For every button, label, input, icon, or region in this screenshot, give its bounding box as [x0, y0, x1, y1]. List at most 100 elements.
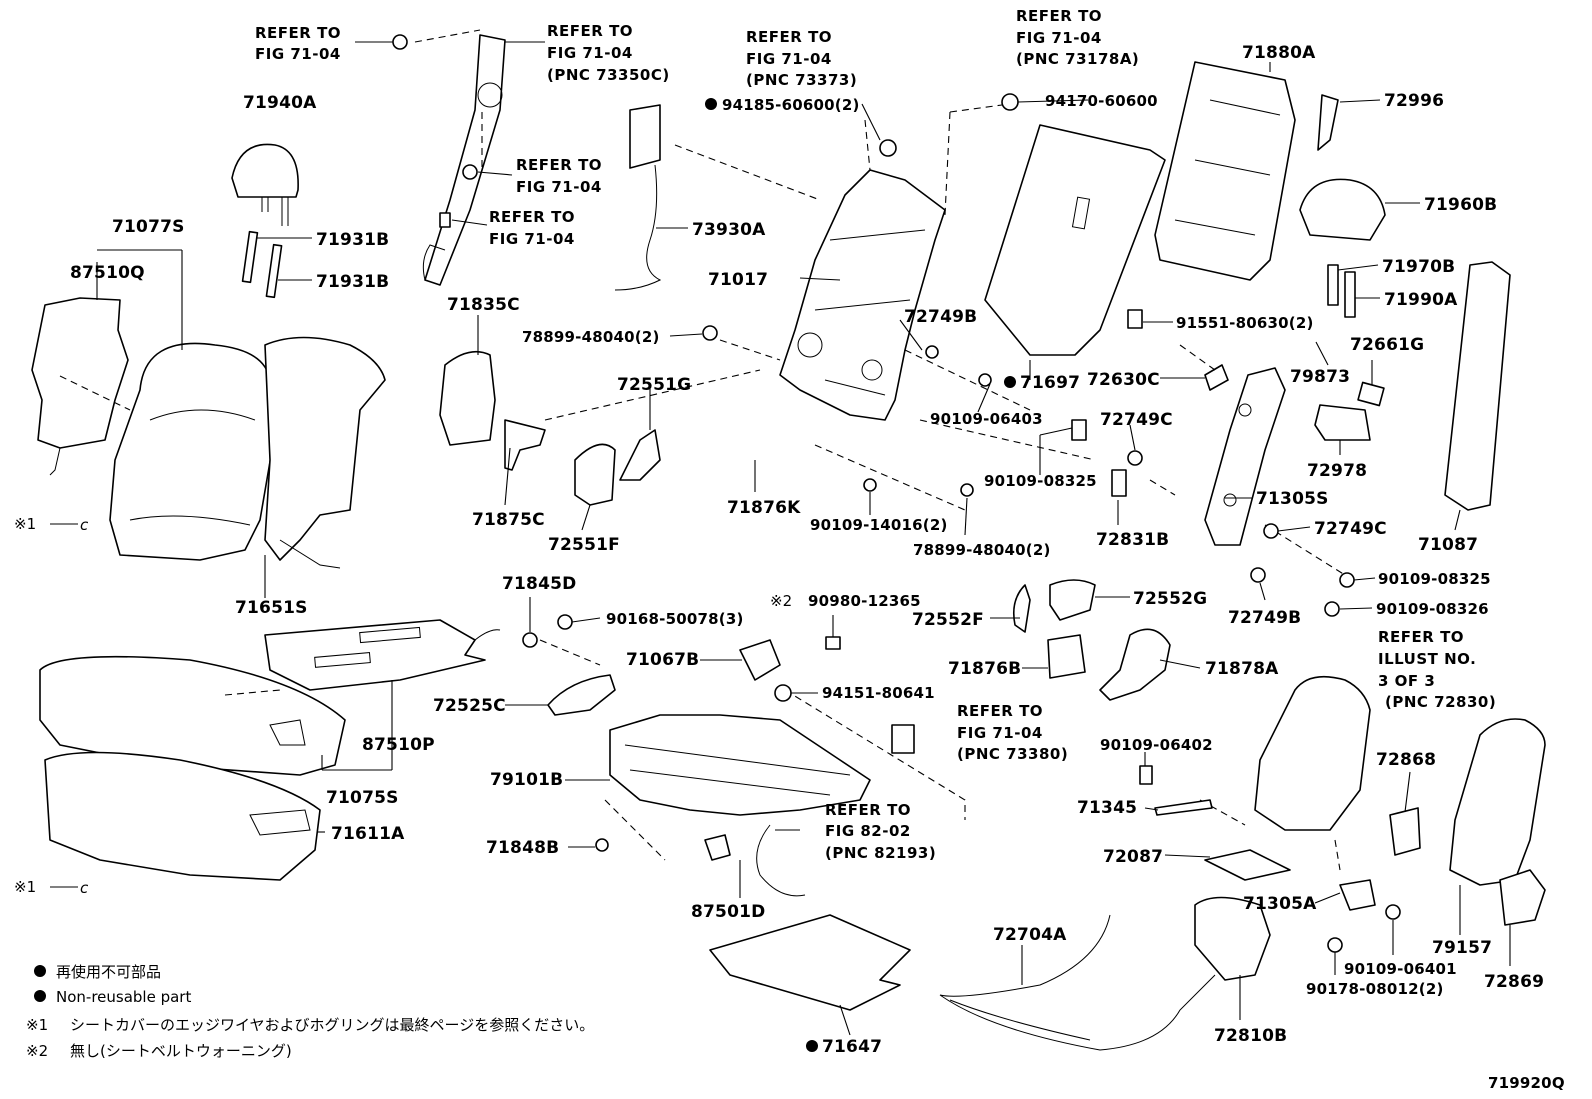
part-label[interactable]: 71075S [326, 788, 399, 808]
part-label[interactable]: 90178-08012(2) [1306, 980, 1444, 998]
part-label[interactable]: 79101B [490, 770, 563, 790]
part-label[interactable]: 71970B [1382, 257, 1455, 277]
part-label[interactable]: 71960B [1424, 195, 1497, 215]
board-71087-part [1444, 261, 1511, 511]
note2-mark: ※2 [770, 592, 792, 610]
cable-72704a-part [939, 914, 1216, 1051]
non-reusable-dot-icon [705, 98, 717, 110]
headrest-71940a-part [231, 143, 299, 226]
legend-note2-mark: ※2 [26, 1042, 48, 1060]
part-label[interactable]: 72552F [912, 610, 984, 630]
part-label[interactable]: 87510Q [70, 263, 145, 283]
part-label[interactable]: 72868 [1376, 750, 1436, 770]
part-label[interactable]: 71990A [1384, 290, 1458, 310]
part-label[interactable]: 72869 [1484, 972, 1544, 992]
part-label[interactable]: 71611A [331, 824, 405, 844]
part-label[interactable]: 71305S [1256, 489, 1329, 509]
part-label[interactable]: 71697 [1020, 373, 1080, 393]
seat-cushion-pad-71611a-part [44, 751, 321, 881]
part-label[interactable]: 71305A [1243, 894, 1317, 914]
part-label[interactable]: 72551F [548, 535, 620, 555]
part-label[interactable]: 90980-12365 [808, 592, 921, 610]
ref-tl-4: REFER TO FIG 71-04 [489, 208, 581, 248]
part-label[interactable]: 90109-06403 [930, 410, 1043, 428]
part-label[interactable]: 71835C [447, 295, 520, 315]
part-label[interactable]: 72749B [904, 307, 977, 327]
cover-72552g-part [1049, 579, 1096, 621]
part-label[interactable]: 72831B [1096, 530, 1169, 550]
part-label[interactable]: 71077S [112, 217, 185, 237]
part-label[interactable]: 71087 [1418, 535, 1478, 555]
part-label[interactable]: 94185-60600(2) [722, 96, 860, 114]
part-label[interactable]: 72749C [1314, 519, 1387, 539]
part-label[interactable]: 71017 [708, 270, 768, 290]
part-label[interactable]: 71931B [316, 230, 389, 250]
cover-72551g-part [619, 429, 661, 481]
part-label[interactable]: 72996 [1384, 91, 1444, 111]
part-label[interactable]: 71067B [626, 650, 699, 670]
part-label[interactable]: 72551G [617, 375, 691, 395]
part-label[interactable]: 72525C [433, 696, 506, 716]
part-label[interactable]: 72630C [1087, 370, 1160, 390]
part-label[interactable]: 87501D [691, 902, 765, 922]
part-label[interactable]: 90109-06402 [1100, 736, 1213, 754]
ref-tc-1: REFER TO FIG 71-04 (PNC 73373) [746, 28, 857, 89]
part-label[interactable]: 71647 [822, 1037, 882, 1057]
part-label[interactable]: 94170-60600 [1045, 92, 1158, 110]
non-reusable-dot-icon [806, 1040, 818, 1052]
legend-en-nonreusable: Non-reusable part [56, 988, 191, 1006]
cover-72810b-part [1194, 896, 1271, 981]
ref-right-1: REFER TO ILLUST NO. 3 OF 3 (PNC 72830) [1378, 628, 1496, 711]
part-label[interactable]: 71880A [1242, 43, 1316, 63]
part-label[interactable]: 71875C [472, 510, 545, 530]
part-label[interactable]: 72978 [1307, 461, 1367, 481]
part-label[interactable]: 72552G [1133, 589, 1207, 609]
part-label[interactable]: 72810B [1214, 1026, 1287, 1046]
part-label[interactable]: 71848B [486, 838, 559, 858]
part-label[interactable]: 72661G [1350, 335, 1424, 355]
part-label[interactable]: 90109-08325 [984, 472, 1097, 490]
part-label[interactable]: 71651S [235, 598, 308, 618]
legend: 再使用不可部品 Non-reusable part ※1 シートカバーのエッジワ… [26, 963, 594, 1060]
ref-mid-2: REFER TO FIG 82-02 (PNC 82193) [825, 801, 936, 862]
part-label[interactable]: 90109-06401 [1344, 960, 1457, 978]
part-label[interactable]: 79157 [1432, 938, 1492, 958]
part-label[interactable]: 79873 [1290, 367, 1350, 387]
part-label[interactable]: 71931B [316, 272, 389, 292]
seatback-heater-87510q-part [31, 297, 129, 476]
seatback-cover-right-part [1254, 675, 1371, 831]
cap-72661g-part [1357, 381, 1385, 407]
part-label[interactable]: 72087 [1103, 847, 1163, 867]
legend-dot-icon [34, 990, 46, 1002]
part-label[interactable]: 71876K [727, 498, 801, 518]
part-label[interactable]: 73930A [692, 220, 766, 240]
pad-79157-part [1449, 718, 1546, 886]
hog-ring-c-icon: c [80, 516, 89, 534]
note-marks: ※1 c ※1 c ※2 [14, 515, 792, 897]
part-label[interactable]: 71940A [243, 93, 317, 113]
part-label[interactable]: 90168-50078(3) [606, 610, 744, 628]
part-label[interactable]: 72749C [1100, 410, 1173, 430]
part-label[interactable]: 71845D [502, 574, 576, 594]
part-label[interactable]: 72704A [993, 925, 1067, 945]
part-label[interactable]: 71878A [1205, 659, 1279, 679]
part-label[interactable]: 78899-48040(2) [522, 328, 660, 346]
part-label[interactable]: 90109-14016(2) [810, 516, 948, 534]
part-label[interactable]: 78899-48040(2) [913, 541, 1051, 559]
seatback-pad-71651s-part [264, 336, 386, 569]
part-label[interactable]: 94151-80641 [822, 684, 935, 702]
part-label[interactable]: 72749B [1228, 608, 1301, 628]
part-label[interactable]: 71876B [948, 659, 1021, 679]
ref-tl-1: REFER TO FIG 71-04 [255, 24, 347, 63]
seat-cushion-cover-71075s-part [39, 655, 346, 776]
cover-71878a-part [1099, 628, 1171, 701]
note1-mark: ※1 [14, 515, 36, 533]
part-label[interactable]: 91551-80630(2) [1176, 314, 1314, 332]
ref-mid-1: REFER TO FIG 71-04 (PNC 73380) [957, 702, 1068, 763]
part-label[interactable]: 71345 [1077, 798, 1137, 818]
part-label[interactable]: 87510P [362, 735, 435, 755]
hog-ring-c-icon: c [80, 879, 89, 897]
part-label[interactable]: 90109-08325 [1378, 570, 1491, 588]
part-label[interactable]: 90109-08326 [1376, 600, 1489, 618]
ref-tl-2: REFER TO FIG 71-04 (PNC 73350C) [547, 22, 670, 84]
